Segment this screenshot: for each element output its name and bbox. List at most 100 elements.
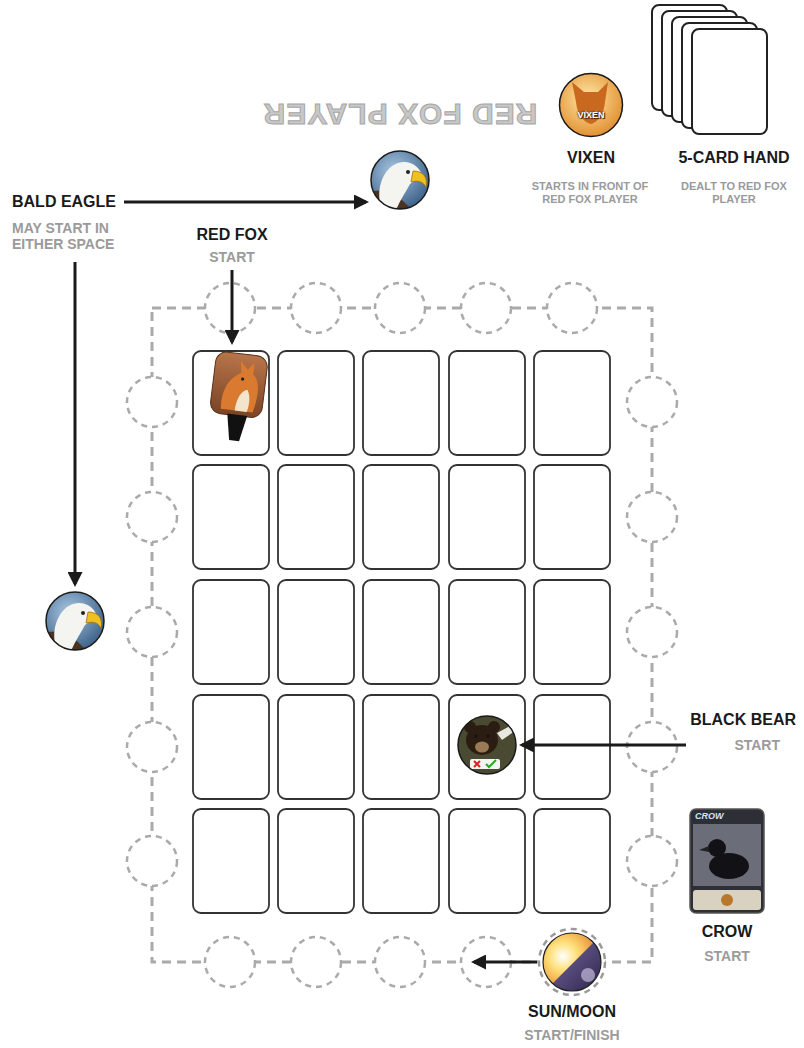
check-icon — [486, 760, 496, 767]
player-side-title: RED FOX PLAYER — [230, 96, 570, 131]
board-space — [278, 351, 354, 455]
cross-icon — [474, 761, 480, 767]
crow-body — [709, 853, 749, 879]
board-space — [534, 809, 610, 913]
bear-badge — [470, 759, 500, 769]
track-space — [627, 836, 677, 886]
board-space — [534, 580, 610, 684]
board-space — [363, 580, 439, 684]
sun-half — [540, 930, 606, 996]
eagle-token — [45, 592, 104, 651]
track-space — [291, 283, 341, 333]
board-space — [193, 465, 269, 569]
piece-note: START — [672, 948, 782, 964]
board-space — [193, 580, 269, 684]
fox-figure — [220, 359, 261, 413]
track-space — [627, 607, 677, 657]
board-space — [534, 695, 610, 799]
board-grid — [193, 351, 610, 913]
card-outline — [689, 808, 765, 914]
leader-arrow — [74, 262, 77, 584]
piece-note: START — [700, 737, 780, 753]
piece-note: START/FINISH — [502, 1027, 642, 1043]
board-space — [363, 465, 439, 569]
token-disc — [560, 74, 623, 137]
piece-name: BALD EAGLE — [12, 193, 142, 211]
track-space — [627, 492, 677, 542]
card-footer — [693, 890, 761, 910]
board-space — [278, 809, 354, 913]
board-space — [449, 695, 525, 799]
bear-icon — [497, 725, 515, 740]
card-face — [690, 809, 764, 913]
track-space — [127, 377, 177, 427]
eagle-token — [370, 151, 429, 210]
track-space — [539, 929, 605, 995]
sun-moon-token — [539, 929, 606, 996]
track-outline — [152, 308, 652, 962]
board-space — [363, 695, 439, 799]
board-space — [449, 809, 525, 913]
fox-standee — [206, 351, 268, 444]
track-space — [375, 937, 425, 987]
leader-arrow — [522, 744, 686, 747]
card-stack — [652, 5, 767, 134]
crow-card: CROW — [689, 808, 765, 914]
bear-head — [466, 725, 498, 755]
board-space — [193, 351, 269, 455]
piece-note: MAY START IN EITHER SPACE — [12, 220, 136, 252]
board-space — [278, 465, 354, 569]
track-space — [627, 377, 677, 427]
track-space — [547, 283, 597, 333]
piece-name: VIXEN — [521, 149, 661, 167]
token-disc — [458, 716, 516, 774]
bear-muzzle — [475, 742, 489, 753]
standee-card — [209, 351, 268, 419]
standee-base — [224, 414, 247, 442]
board-space — [278, 580, 354, 684]
board-space — [193, 695, 269, 799]
board-space — [534, 351, 610, 455]
board-space — [449, 465, 525, 569]
track-space — [205, 283, 255, 333]
token-outline — [558, 72, 624, 138]
crow-beak — [699, 846, 709, 852]
track-space — [127, 607, 177, 657]
moon-disc — [581, 968, 595, 982]
track-space — [127, 836, 177, 886]
board-space — [449, 351, 525, 455]
bear-eye — [475, 735, 478, 738]
direction-arrow — [474, 961, 537, 964]
piece-name: SUN/MOON — [507, 1003, 637, 1021]
card-sky — [693, 824, 761, 886]
track-space — [127, 492, 177, 542]
board-space — [363, 351, 439, 455]
fox-eye — [241, 377, 245, 381]
piece-note: DEALT TO RED FOX PLAYER — [675, 180, 793, 205]
board-space — [534, 465, 610, 569]
leader-arrow — [231, 270, 234, 342]
piece-name: RED FOX — [172, 226, 292, 244]
piece-name: BLACK BEAR — [646, 711, 796, 729]
board-space — [193, 809, 269, 913]
token-rim — [543, 933, 601, 991]
track-space — [375, 283, 425, 333]
token-name: VIXEN — [558, 111, 624, 121]
leader-arrow — [124, 201, 366, 204]
board-space — [363, 809, 439, 913]
hand-card — [692, 29, 767, 134]
track-space — [291, 937, 341, 987]
piece-name: CROW — [672, 923, 782, 941]
track — [127, 283, 677, 987]
board-space — [278, 695, 354, 799]
piece-name: 5-CARD HAND — [672, 149, 796, 167]
bear-token — [458, 716, 516, 774]
piece-note: START — [172, 249, 292, 265]
track-space — [461, 283, 511, 333]
crow-head — [708, 839, 726, 857]
board-space — [449, 580, 525, 684]
token-rim — [458, 716, 516, 774]
vixen-token: VIXEN — [558, 72, 624, 138]
piece-note: STARTS IN FRONT OF RED FOX PLAYER — [531, 180, 649, 205]
